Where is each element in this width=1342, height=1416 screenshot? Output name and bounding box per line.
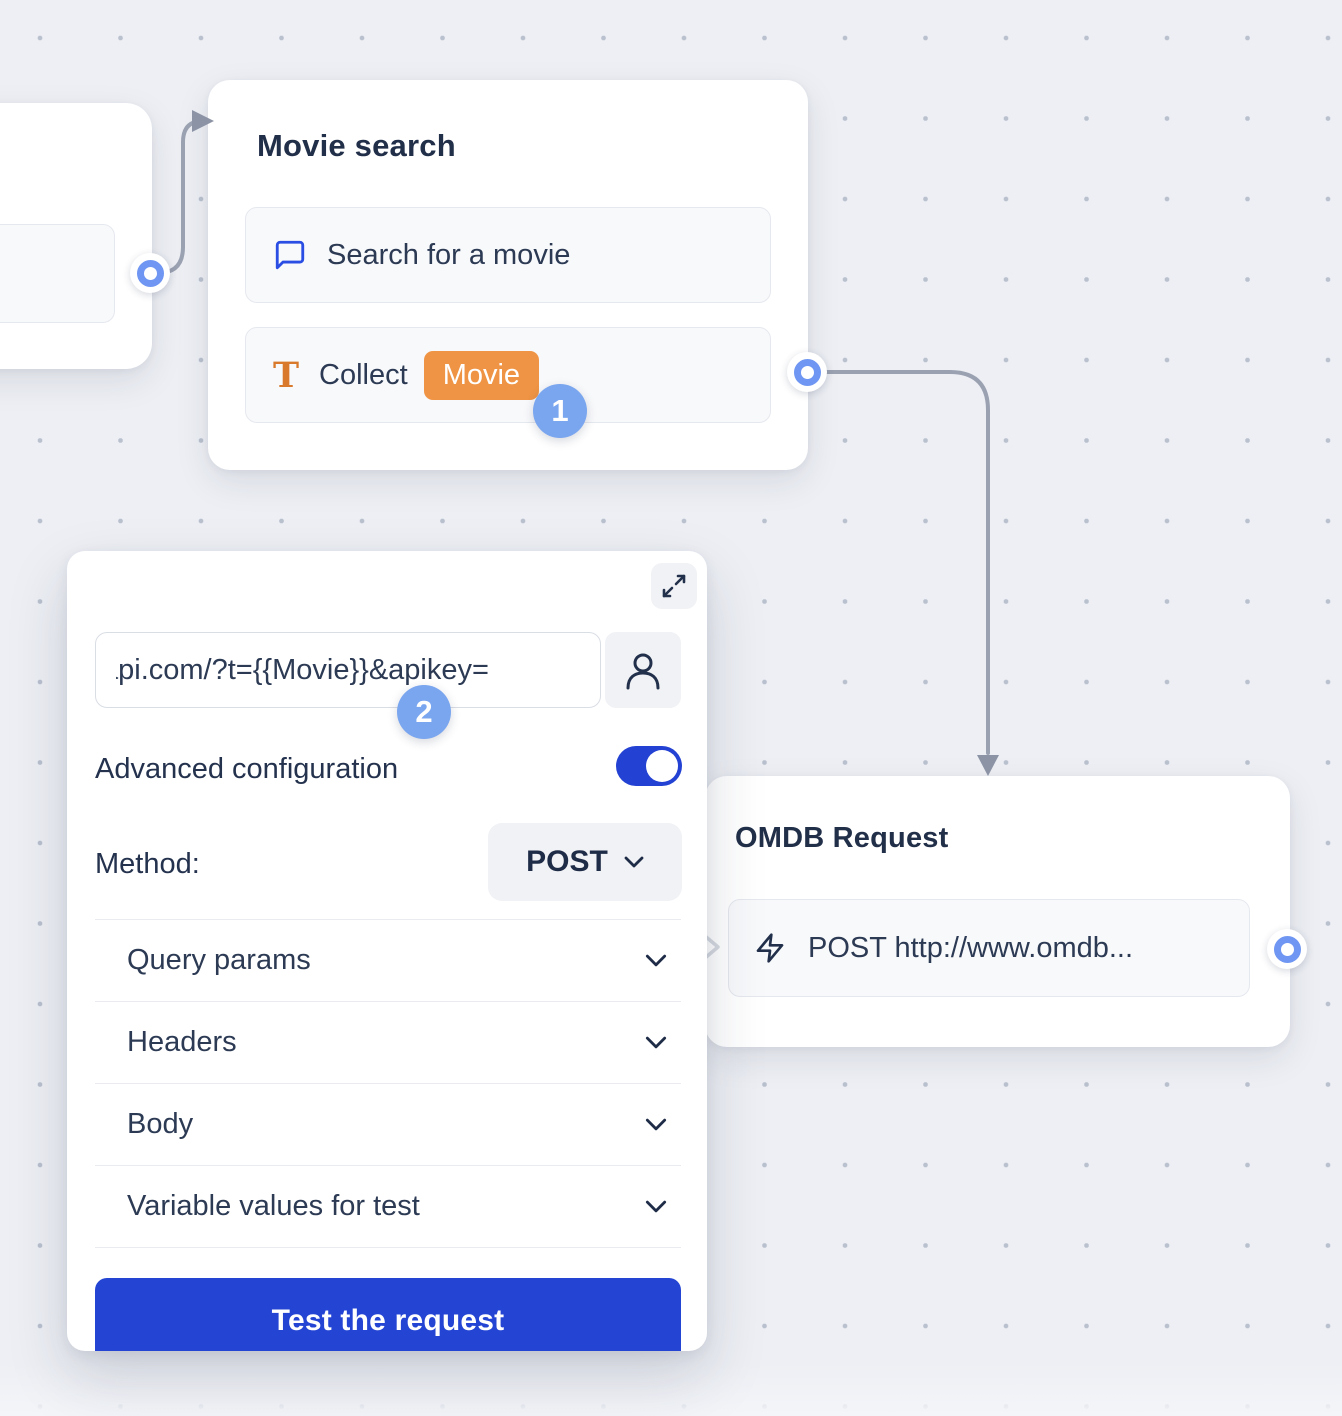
node-movie-search[interactable]: Movie search Search for a movie T Collec… [208,80,808,470]
node-item-collect-movie[interactable]: T Collect Movie [245,327,771,423]
section-label: Headers [127,1025,237,1058]
port-ring [136,259,164,287]
text-icon: T [273,354,300,396]
section-label: Body [127,1107,194,1140]
divider [95,1165,681,1166]
toggle-knob [646,750,678,782]
message-square-icon [273,238,307,272]
edge-movie-search-to-omdb [805,370,990,755]
variable-badge-movie[interactable]: Movie [423,350,540,400]
request-editor-panel[interactable]: 2 Advanced configuration Method: POST Qu… [67,551,707,1351]
step-badge-2: 2 [397,685,451,739]
chevron-down-icon [645,1036,681,1049]
edge-partial-to-movie-search [148,119,205,275]
chevron-down-icon [645,1200,681,1213]
variable-picker-button[interactable] [605,632,681,708]
node-item-omdb-post[interactable]: POST http://www.omdb... [728,899,1250,997]
item-label: Collect [319,358,408,391]
port-ring [1273,935,1301,963]
partial-node-item[interactable] [0,224,115,323]
item-label: POST http://www.omdb... [808,931,1134,964]
divider [95,1083,681,1084]
divider [95,1247,681,1248]
chevron-down-icon [645,1118,681,1131]
section-headers[interactable]: Headers [95,1001,681,1083]
request-url-input[interactable] [95,632,601,708]
method-select[interactable]: POST [488,823,682,901]
node-title: Movie search [257,128,456,163]
node-omdb-request[interactable]: OMDB Request POST http://www.omdb... [705,776,1290,1047]
item-label: Search for a movie [327,238,571,271]
test-request-button[interactable]: Test the request [95,1278,681,1351]
section-query-params[interactable]: Query params [95,919,681,1001]
step-badge-1: 1 [533,384,587,438]
divider [95,1001,681,1002]
user-icon [626,653,660,690]
chevron-down-icon [645,954,681,967]
output-port-movie-search[interactable] [787,352,827,392]
section-variable-values[interactable]: Variable values for test [95,1165,681,1247]
section-label: Query params [127,943,311,976]
bottom-fade [0,1364,1342,1416]
advanced-configuration-label: Advanced configuration [95,753,399,785]
expand-button[interactable] [651,563,697,609]
divider [95,919,681,920]
output-port-partial-node[interactable] [130,253,170,293]
output-port-omdb-request[interactable] [1267,929,1307,969]
node-item-search-for-movie[interactable]: Search for a movie [245,207,771,303]
section-body[interactable]: Body [95,1083,681,1165]
node-title: OMDB Request [735,822,949,854]
expand-icon [662,574,686,598]
advanced-configuration-toggle[interactable] [616,746,682,786]
zap-icon [754,932,786,964]
edge-arrowhead-down [977,755,999,776]
section-label: Variable values for test [127,1189,420,1222]
method-label: Method: [95,848,200,880]
chevron-down-icon [624,856,644,868]
method-value: POST [526,845,608,878]
partial-node[interactable] [0,103,152,369]
port-ring [793,358,821,386]
